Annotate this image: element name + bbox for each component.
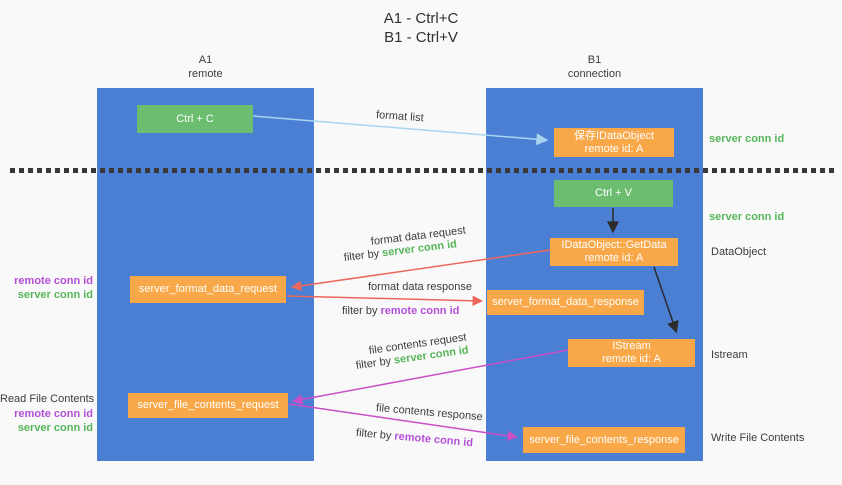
node-server-file-contents-request: server_file_contents_request (128, 393, 288, 418)
filter-by-text-1: filter by (343, 247, 383, 264)
right-label-dataobject: DataObject (711, 246, 767, 258)
node-server-file-contents-response: server_file_contents_response (523, 427, 685, 453)
left-label-conn-ids-1: remote conn id server conn id (0, 274, 93, 302)
filter-by-text-3: filter by (355, 354, 395, 372)
lane-header-b1: B1 connection (486, 53, 703, 81)
node-server-file-contents-request-label: server_file_contents_request (137, 399, 279, 411)
node-ctrl-v-label: Ctrl + V (595, 187, 632, 199)
title-line-1: A1 - Ctrl+C (383, 10, 459, 27)
node-istream-line1: IStream (612, 340, 651, 352)
filter-by-text-4: filter by (355, 427, 395, 443)
left-label-read-file-contents: Read File Contents (0, 393, 95, 405)
diagram-title: A1 - Ctrl+C B1 - Ctrl+V (0, 9, 842, 47)
lane-b1-subtitle: connection (567, 68, 622, 80)
arrow-label-file-contents-response: file contents response (375, 402, 484, 424)
node-ctrl-v: Ctrl + V (554, 180, 673, 207)
arrow-label-format-list: format list (375, 109, 425, 125)
arrow-format-data-response (286, 295, 484, 307)
lane-a1-subtitle: remote (188, 68, 223, 80)
lane-header-a1: A1 remote (97, 53, 314, 81)
filter-by-text-2: filter by (342, 305, 381, 317)
node-idataobject-getdata-line2: remote id: A (584, 252, 644, 264)
right-label-server-conn-id-1: server conn id (709, 133, 785, 145)
dotted-divider (10, 168, 834, 173)
right-label-write-file-contents: Write File Contents (711, 432, 805, 444)
left-label-remote-conn-id-2: remote conn id (14, 408, 93, 420)
left-label-remote-conn-id-1: remote conn id (14, 275, 93, 287)
node-server-format-data-request: server_format_data_request (130, 276, 286, 303)
node-server-format-data-request-label: server_format_data_request (138, 283, 278, 295)
node-idataobject-getdata: IDataObject::GetData remote id: A (550, 238, 678, 266)
title-line-2: B1 - Ctrl+V (384, 29, 458, 46)
node-save-idataobject-line1: 保存IDataObject (573, 129, 655, 142)
node-ctrl-c: Ctrl + C (137, 105, 253, 133)
node-save-idataobject-line2: remote id: A (584, 142, 644, 155)
right-label-server-conn-id-2: server conn id (709, 211, 785, 223)
filter-remote-conn-id-2: remote conn id (393, 430, 474, 450)
right-label-istream: Istream (711, 349, 748, 361)
arrow-label-filter-remote-conn-id-2: filter by remote conn id (355, 427, 474, 450)
node-istream: IStream remote id: A (568, 339, 695, 367)
node-save-idataobject: 保存IDataObject remote id: A (554, 128, 674, 157)
node-ctrl-c-label: Ctrl + C (176, 112, 214, 125)
left-label-conn-ids-2: remote conn id server conn id (0, 407, 93, 435)
left-label-server-conn-id-2: server conn id (17, 422, 93, 434)
node-server-format-data-response-label: server_format_data_response (492, 296, 639, 308)
node-istream-line2: remote id: A (602, 353, 661, 365)
left-label-server-conn-id-1: server conn id (17, 289, 93, 301)
lane-b1-name: B1 (587, 54, 602, 66)
node-server-file-contents-response-label: server_file_contents_response (529, 433, 679, 446)
arrow-label-filter-remote-conn-id-1: filter by remote conn id (342, 305, 459, 318)
filter-remote-conn-id-1: remote conn id (380, 305, 460, 317)
node-idataobject-getdata-line1: IDataObject::GetData (561, 239, 667, 251)
arrow-label-format-data-response: format data response (368, 281, 472, 293)
node-server-format-data-response: server_format_data_response (487, 290, 644, 315)
lane-a1-name: A1 (198, 54, 213, 66)
